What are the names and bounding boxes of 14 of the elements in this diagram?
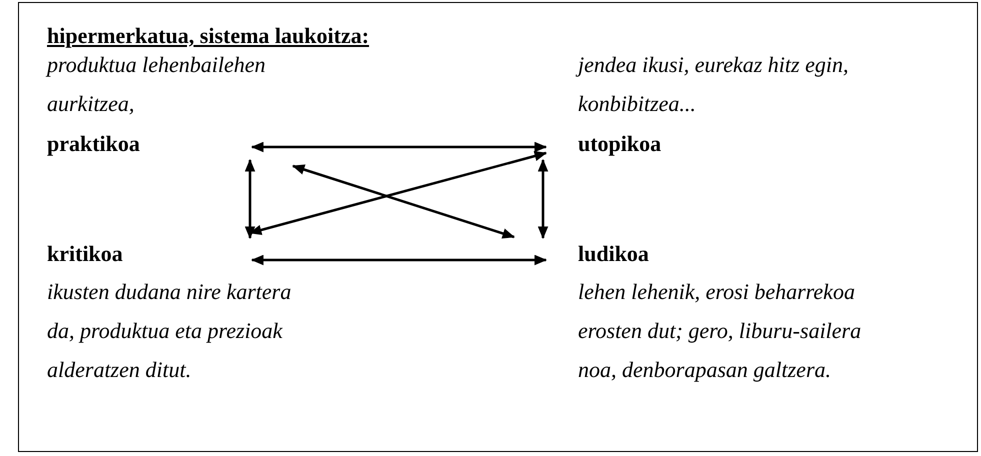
double-arrow (244, 158, 256, 240)
double-arrow (250, 254, 548, 266)
description-text: lehen lehenik, erosi beharrekoa erosten dut; gero, liburu-sailera noa, denborapasan galtzera. (578, 278, 862, 384)
description-text: jendea ikusi, eurekaz hitz egin, konbibitzea... (578, 45, 878, 123)
double-arrow (538, 158, 548, 240)
description-text: ikusten dudana nire kartera da, produktua eta prezioak alderatzen ditut. (47, 278, 292, 384)
title: hipermerkatua, sistema laukoitza: (47, 22, 370, 50)
term-label: kritikoa (47, 238, 247, 270)
double-arrow (250, 142, 548, 152)
term-label: praktikoa (47, 128, 247, 160)
double-arrow (292, 164, 515, 238)
term-label: utopikoa (550, 128, 710, 160)
term-label: ludikoa (550, 238, 710, 270)
double-arrow (249, 150, 547, 236)
